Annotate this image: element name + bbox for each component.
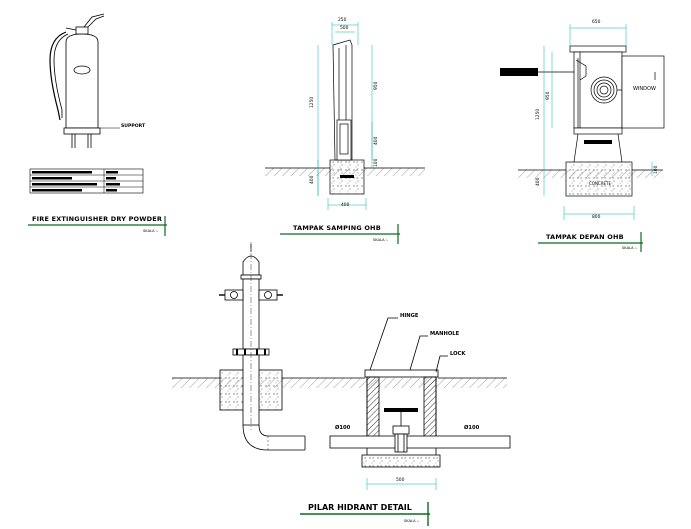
side-dim-top: 250 <box>338 18 347 23</box>
front-dim-foundation-w: 800 <box>592 215 601 220</box>
side-view-dimensions <box>317 22 373 210</box>
extinguisher-scale: SKALA :- <box>143 229 159 233</box>
front-dim-upper: 950 <box>546 91 551 100</box>
side-title: TAMPAK SAMPING OHB <box>293 224 381 232</box>
front-dim-total: 1250 <box>536 108 541 120</box>
side-dim-top-inner: 500 <box>340 26 349 31</box>
hydrant-title: PILAR HIDRANT DETAIL <box>308 503 412 512</box>
extinguisher-title-line <box>28 216 167 236</box>
front-title: TAMPAK DEPAN OHB <box>546 233 624 241</box>
extinguisher-title: FIRE EXTINGUISHER DRY POWDER <box>32 215 163 223</box>
hydrant-drawing <box>172 242 511 468</box>
hinge-label: HINGE <box>400 313 419 319</box>
side-dim-foundation-h: 400 <box>310 175 315 184</box>
pipe-right-label: Ø100 <box>464 425 480 431</box>
side-dim-total: 1250 <box>310 96 315 108</box>
hydrant-title-line <box>300 502 430 526</box>
pit-width-dim: 500 <box>396 478 405 483</box>
front-dim-foundation-h: 400 <box>536 177 541 186</box>
front-view-dimensions <box>543 24 653 220</box>
concrete-label: CONCRETE <box>589 181 612 186</box>
window-label: WINDOW <box>633 86 656 92</box>
side-dim-upper: 950 <box>374 81 379 90</box>
fire-extinguisher-drawing <box>49 13 120 148</box>
side-scale: SKALA :- <box>373 238 389 242</box>
side-title-line <box>280 224 400 244</box>
spec-table <box>29 168 144 194</box>
front-dim-top: 650 <box>592 20 601 25</box>
front-dim-right-small: 100 <box>654 165 659 174</box>
hydrant-scale: SKALA :- <box>404 519 420 523</box>
pipe-left-label: Ø100 <box>335 425 351 431</box>
front-view-drawing <box>500 45 665 197</box>
side-view-drawing <box>265 39 425 195</box>
front-scale: SKALA :- <box>622 246 638 250</box>
front-title-line <box>538 232 643 252</box>
side-dim-small: 100 <box>374 158 379 167</box>
hydrant-dimensions <box>366 478 437 490</box>
lock-label: LOCK <box>450 351 466 357</box>
manhole-label: MANHOLE <box>430 331 460 337</box>
side-dim-foundation-w: 400 <box>341 203 350 208</box>
support-label: SUPPORT <box>121 124 146 129</box>
side-dim-mid: 400 <box>374 136 379 145</box>
